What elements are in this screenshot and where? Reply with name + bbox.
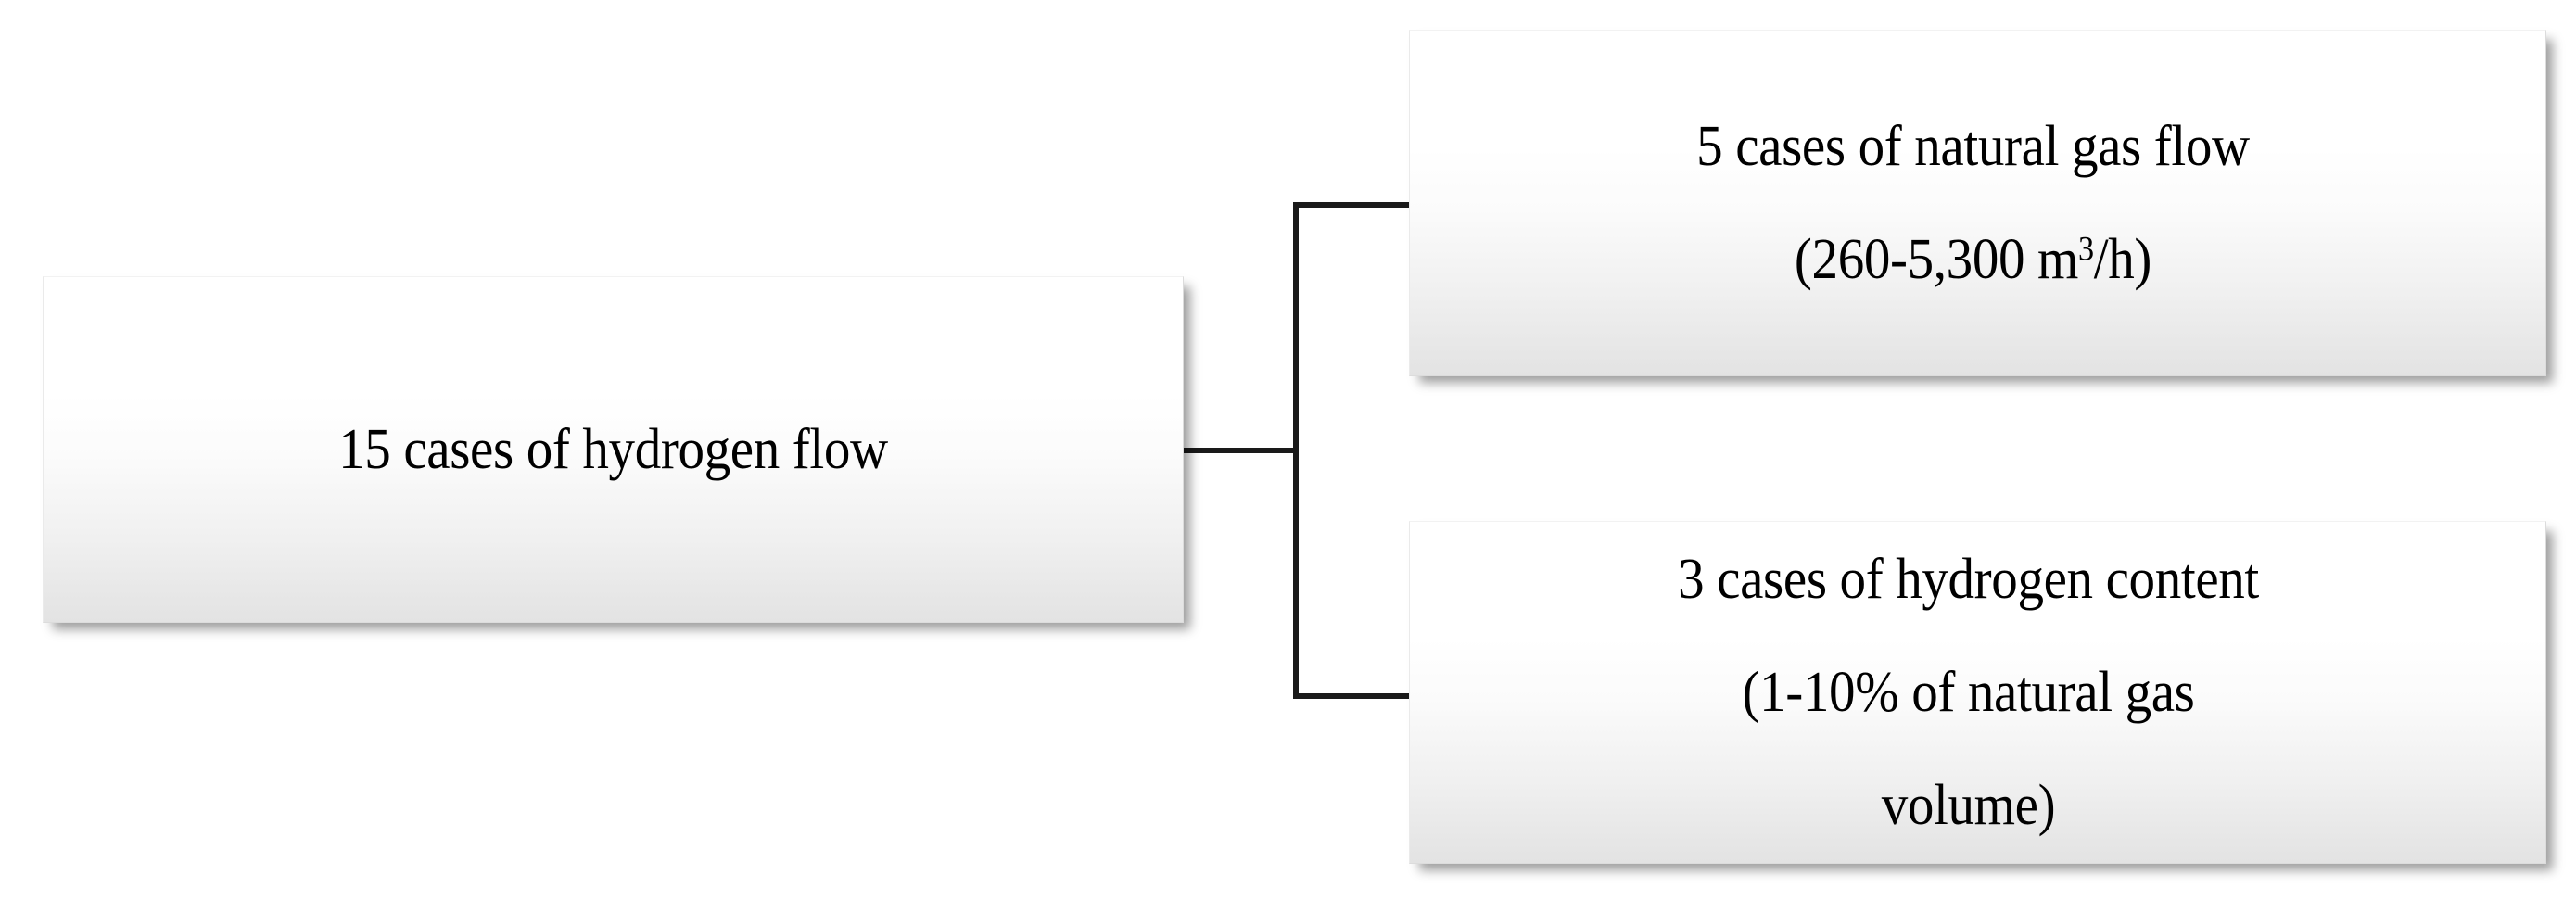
node-hydrogen-content: 3 cases of hydrogen content (1-10% of nat…	[1409, 521, 2546, 864]
node-hydrogen-content-label: 3 cases of hydrogen content (1-10% of nat…	[1438, 523, 2499, 862]
hydrogen-content-line-2: (1-10% of natural gas	[1742, 661, 2195, 724]
node-natural-gas-flow-label: 5 cases of natural gas flow (260-5,300 m3…	[1446, 90, 2499, 316]
natural-gas-flow-line-2-superscript: 3	[2078, 230, 2094, 269]
natural-gas-flow-line-2-suffix: /h)	[2093, 228, 2152, 291]
node-natural-gas-flow: 5 cases of natural gas flow (260-5,300 m3…	[1409, 30, 2546, 376]
node-hydrogen-flow: 15 cases of hydrogen flow	[43, 276, 1184, 623]
natural-gas-flow-line-1: 5 cases of natural gas flow	[1696, 115, 2250, 178]
natural-gas-flow-line-2-prefix: (260-5,300 m	[1794, 228, 2079, 291]
hydrogen-content-line-3: volume)	[1881, 774, 2056, 837]
hydrogen-content-line-1: 3 cases of hydrogen content	[1678, 548, 2259, 611]
node-hydrogen-flow-label: 15 cases of hydrogen flow	[338, 418, 888, 481]
